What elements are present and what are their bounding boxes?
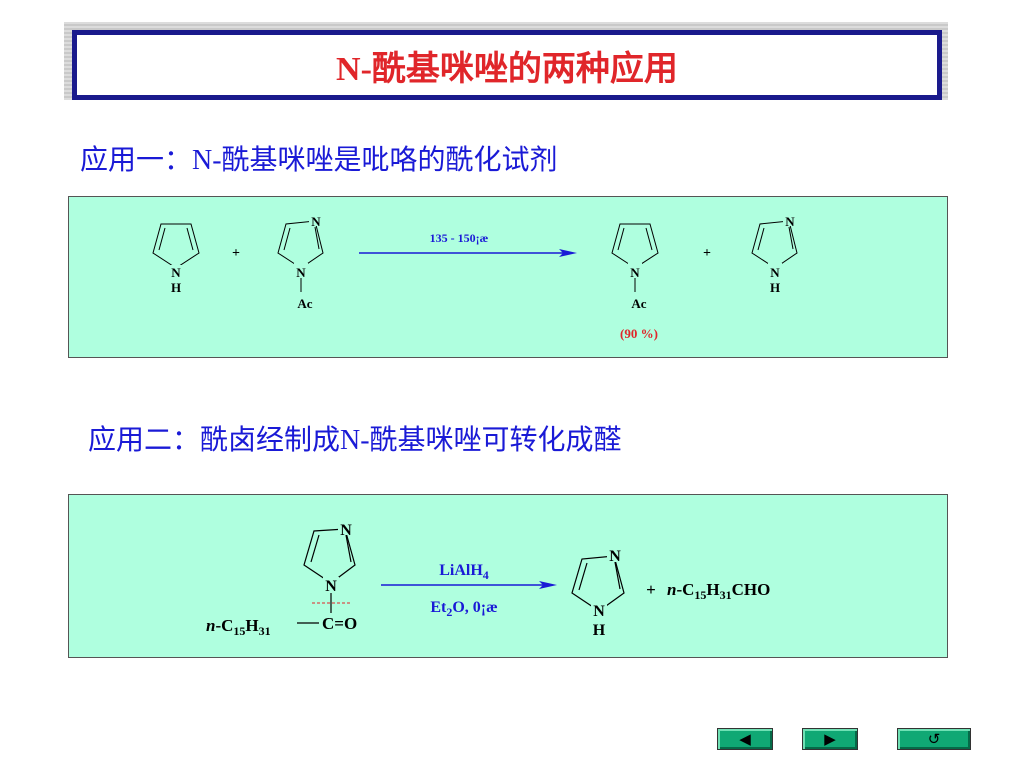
acyl-chain-formula: n-C15H31 xyxy=(206,616,271,638)
triangle-right-icon: ▶ xyxy=(824,729,836,748)
acylimidazole-n1-label: N xyxy=(325,578,337,595)
acetylpyrrole-ac-label: Ac xyxy=(631,296,646,311)
plus-sign-2: + xyxy=(703,246,711,261)
pyrrole-n-label: N xyxy=(171,265,181,280)
reagent-solvent: Et2O, 0¡æ xyxy=(430,599,497,619)
triangle-left-icon: ◀ xyxy=(739,729,751,748)
reaction2-scheme: N N n-C15H31 C=O LiAlH4 Et2O, 0¡æ N N H … xyxy=(206,521,770,639)
imidazole-product-structure xyxy=(571,555,625,612)
plus-sign-3: + xyxy=(646,580,656,599)
section1-heading: 应用一：N-酰基咪唑是吡咯的酰化试剂 xyxy=(80,145,558,176)
yield-label: (90 %) xyxy=(620,326,658,341)
acylimidazole-n3-label: N xyxy=(340,522,352,539)
reaction2-arrow xyxy=(381,581,557,589)
acetylpyrrole-structure xyxy=(611,223,659,292)
imidazole-h-label: H xyxy=(770,280,780,295)
carbonyl-label: C=O xyxy=(322,614,357,633)
page-title: N-酰基咪唑的两种应用 xyxy=(336,50,678,88)
imidazole-n1-label: N xyxy=(770,265,780,280)
plus-sign-1: + xyxy=(232,246,240,261)
acetylimidazole-structure xyxy=(277,220,324,292)
imidazole-product-n1-label: N xyxy=(593,603,605,620)
next-slide-button[interactable]: ▶ xyxy=(802,728,858,750)
reaction1-panel: N H + N N Ac 135 - 150¡æ N Ac xyxy=(68,196,948,358)
imidazole-product-n3-label: N xyxy=(609,548,621,565)
pyrrole-h-label: H xyxy=(171,280,181,295)
aldehyde-formula: n-C15H31CHO xyxy=(667,580,770,602)
return-arrow-icon: ↺ xyxy=(927,729,941,748)
title-box: N-酰基咪唑的两种应用 xyxy=(72,30,942,100)
reaction2-panel: N N n-C15H31 C=O LiAlH4 Et2O, 0¡æ N N H … xyxy=(68,494,948,658)
imidazole-n3-label: N xyxy=(785,214,795,229)
reagent-lialh4: LiAlH4 xyxy=(439,562,489,582)
imidazole-structure xyxy=(751,220,798,269)
imidazole-product-h-label: H xyxy=(593,622,606,639)
acetylimidazole-ac-label: Ac xyxy=(297,296,312,311)
acetylimidazole-n1-label: N xyxy=(296,265,306,280)
reaction1-arrow xyxy=(359,249,577,257)
section2-heading: 应用二：酰卤经制成N-酰基咪唑可转化成醛 xyxy=(88,425,622,456)
return-button[interactable]: ↺ xyxy=(897,728,971,750)
pyrrole-structure xyxy=(152,223,200,269)
acetylpyrrole-n-label: N xyxy=(630,265,640,280)
acetylimidazole-n3-label: N xyxy=(311,214,321,229)
previous-slide-button[interactable]: ◀ xyxy=(717,728,773,750)
acylimidazole-structure xyxy=(297,528,356,624)
reaction1-scheme: N H + N N Ac 135 - 150¡æ N Ac xyxy=(152,213,798,341)
reaction1-conditions: 135 - 150¡æ xyxy=(430,231,489,245)
